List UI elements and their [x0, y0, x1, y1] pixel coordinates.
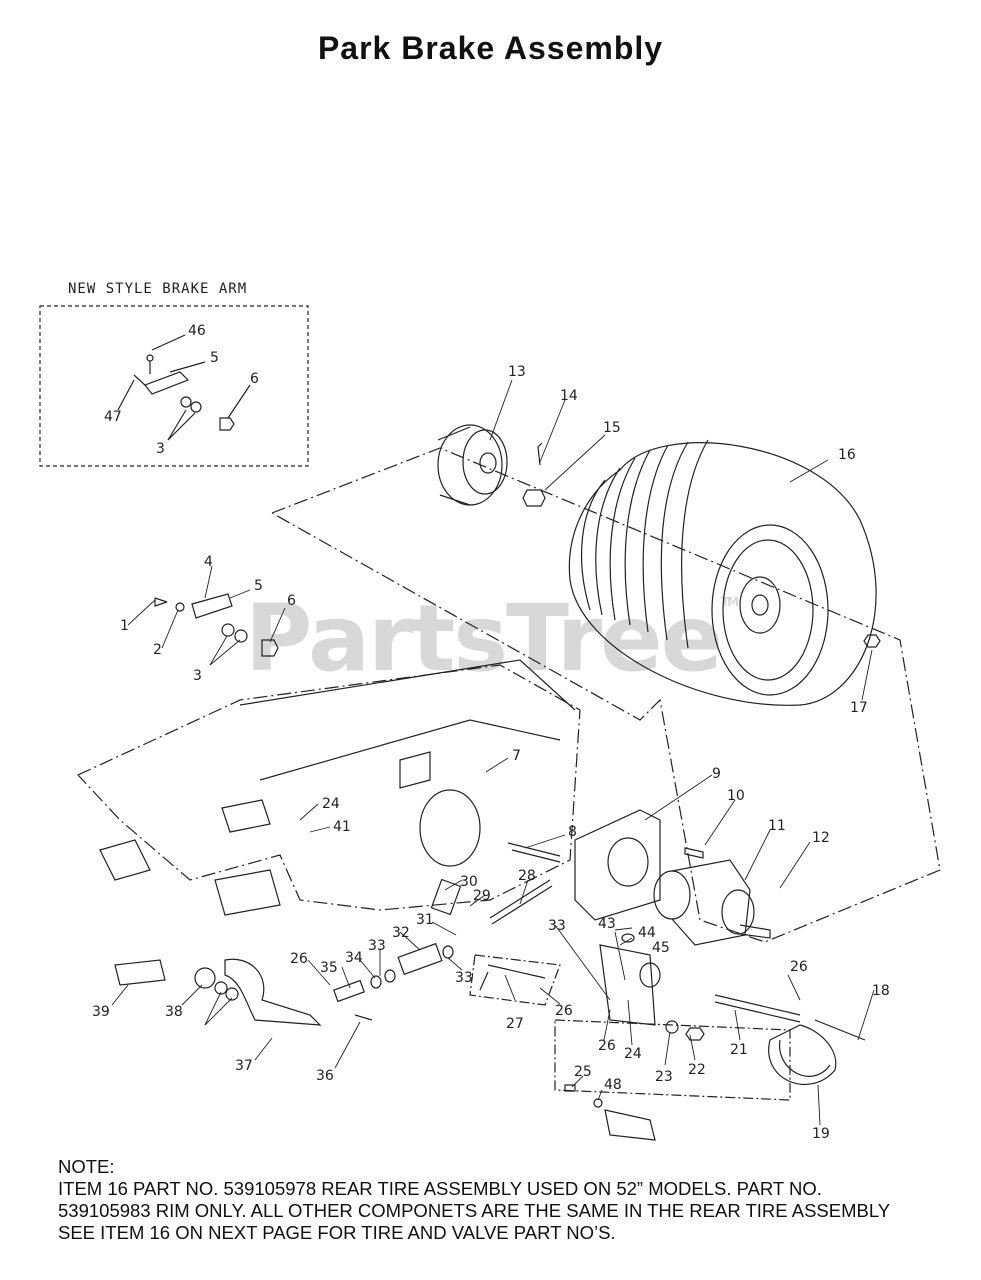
callout-44: 44 — [638, 925, 656, 941]
brake-lever-drawing — [554, 933, 791, 1101]
callout-32: 32 — [392, 925, 410, 941]
callout-1: 1 — [120, 618, 129, 634]
callout-34: 34 — [345, 950, 363, 966]
callout-17: 17 — [850, 700, 868, 716]
page-title: Park Brake Assembly — [317, 30, 664, 66]
brake-bracket-drawing — [507, 809, 704, 921]
callout-24-lower: 24 — [624, 1046, 642, 1062]
pedal-drawing — [114, 958, 373, 1026]
callout-31: 31 — [416, 912, 434, 928]
inset-label: NEW STYLE BRAKE ARM — [68, 281, 247, 297]
callout-21: 21 — [730, 1042, 748, 1058]
callout-37: 37 — [235, 1058, 253, 1074]
watermark-tm: TM — [720, 595, 739, 609]
tire-drawing — [568, 439, 881, 706]
callout-26: 26 — [598, 1038, 616, 1054]
callout-13: 13 — [508, 364, 526, 380]
motor-drawing — [653, 859, 771, 946]
callout-36: 36 — [316, 1068, 334, 1084]
inset-callout: 47 — [104, 409, 122, 425]
callout-5: 5 — [254, 578, 263, 594]
inset-callout: 46 — [188, 323, 206, 339]
callout-19: 19 — [812, 1126, 830, 1142]
callout-22: 22 — [688, 1062, 706, 1078]
watermark-text: PartsTree — [245, 585, 723, 692]
watermark: PartsTreeTM — [245, 585, 739, 692]
callout-2: 2 — [153, 642, 162, 658]
callout-4: 4 — [204, 554, 213, 570]
callout-9: 9 — [712, 766, 721, 782]
callout-29: 29 — [473, 888, 491, 904]
inset-box — [39, 305, 309, 467]
callout-45: 45 — [652, 940, 670, 956]
callout-26: 26 — [290, 951, 308, 967]
callout-14: 14 — [560, 388, 578, 404]
callout-6: 6 — [287, 593, 296, 609]
note-block: NOTE: ITEM 16 PART NO. 539105978 REAR TI… — [58, 1156, 958, 1244]
callout-35: 35 — [320, 960, 338, 976]
brake-band-drawing — [714, 994, 866, 1086]
callout-18: 18 — [872, 983, 890, 999]
linkage-drawing — [333, 878, 561, 1006]
callout-23: 23 — [655, 1069, 673, 1085]
frame-drawing — [76, 659, 581, 916]
callout-27: 27 — [506, 1016, 524, 1032]
callout-3: 3 — [193, 668, 202, 684]
callout-11: 11 — [768, 818, 786, 834]
inset-callout: 3 — [156, 441, 165, 457]
callout-43: 43 — [598, 916, 616, 932]
callout-38: 38 — [165, 1004, 183, 1020]
callout-16: 16 — [838, 447, 856, 463]
callout-33: 33 — [548, 918, 566, 934]
callout-15: 15 — [603, 420, 621, 436]
callout-33: 33 — [368, 938, 386, 954]
inset-callout: 5 — [210, 350, 219, 366]
callout-30: 30 — [460, 874, 478, 890]
leader-lines — [111, 379, 875, 1126]
callout-8: 8 — [568, 824, 577, 840]
note-heading: NOTE: — [58, 1156, 115, 1177]
note-line: SEE ITEM 16 ON NEXT PAGE FOR TIRE AND VA… — [58, 1222, 616, 1243]
inset-callout: 6 — [250, 371, 259, 387]
callout-25: 25 — [574, 1064, 592, 1080]
callout-26: 26 — [555, 1003, 573, 1019]
note-line: 539105983 RIM ONLY. ALL OTHER COMPONETS … — [58, 1200, 891, 1221]
hub-drawing — [437, 424, 546, 507]
brake-arm-drawing — [154, 593, 279, 657]
callout-12: 12 — [812, 830, 830, 846]
callout-10: 10 — [727, 788, 745, 804]
exploded-parts-diagram: NEW STYLE BRAKE ARM 46 5 47 6 3 1 2 3 4 … — [39, 281, 941, 1142]
wheel-outline — [271, 447, 941, 943]
callout-7: 7 — [512, 748, 521, 764]
callout-24-upper: 24 — [322, 796, 340, 812]
callout-28: 28 — [518, 868, 536, 884]
callout-39: 39 — [92, 1004, 110, 1020]
callout-33: 33 — [455, 970, 473, 986]
callout-26: 26 — [790, 959, 808, 975]
note-line: ITEM 16 PART NO. 539105978 REAR TIRE ASS… — [58, 1178, 822, 1199]
callout-48: 48 — [604, 1077, 622, 1093]
inset-brake-arm-drawing — [117, 334, 251, 441]
callout-41: 41 — [333, 819, 351, 835]
